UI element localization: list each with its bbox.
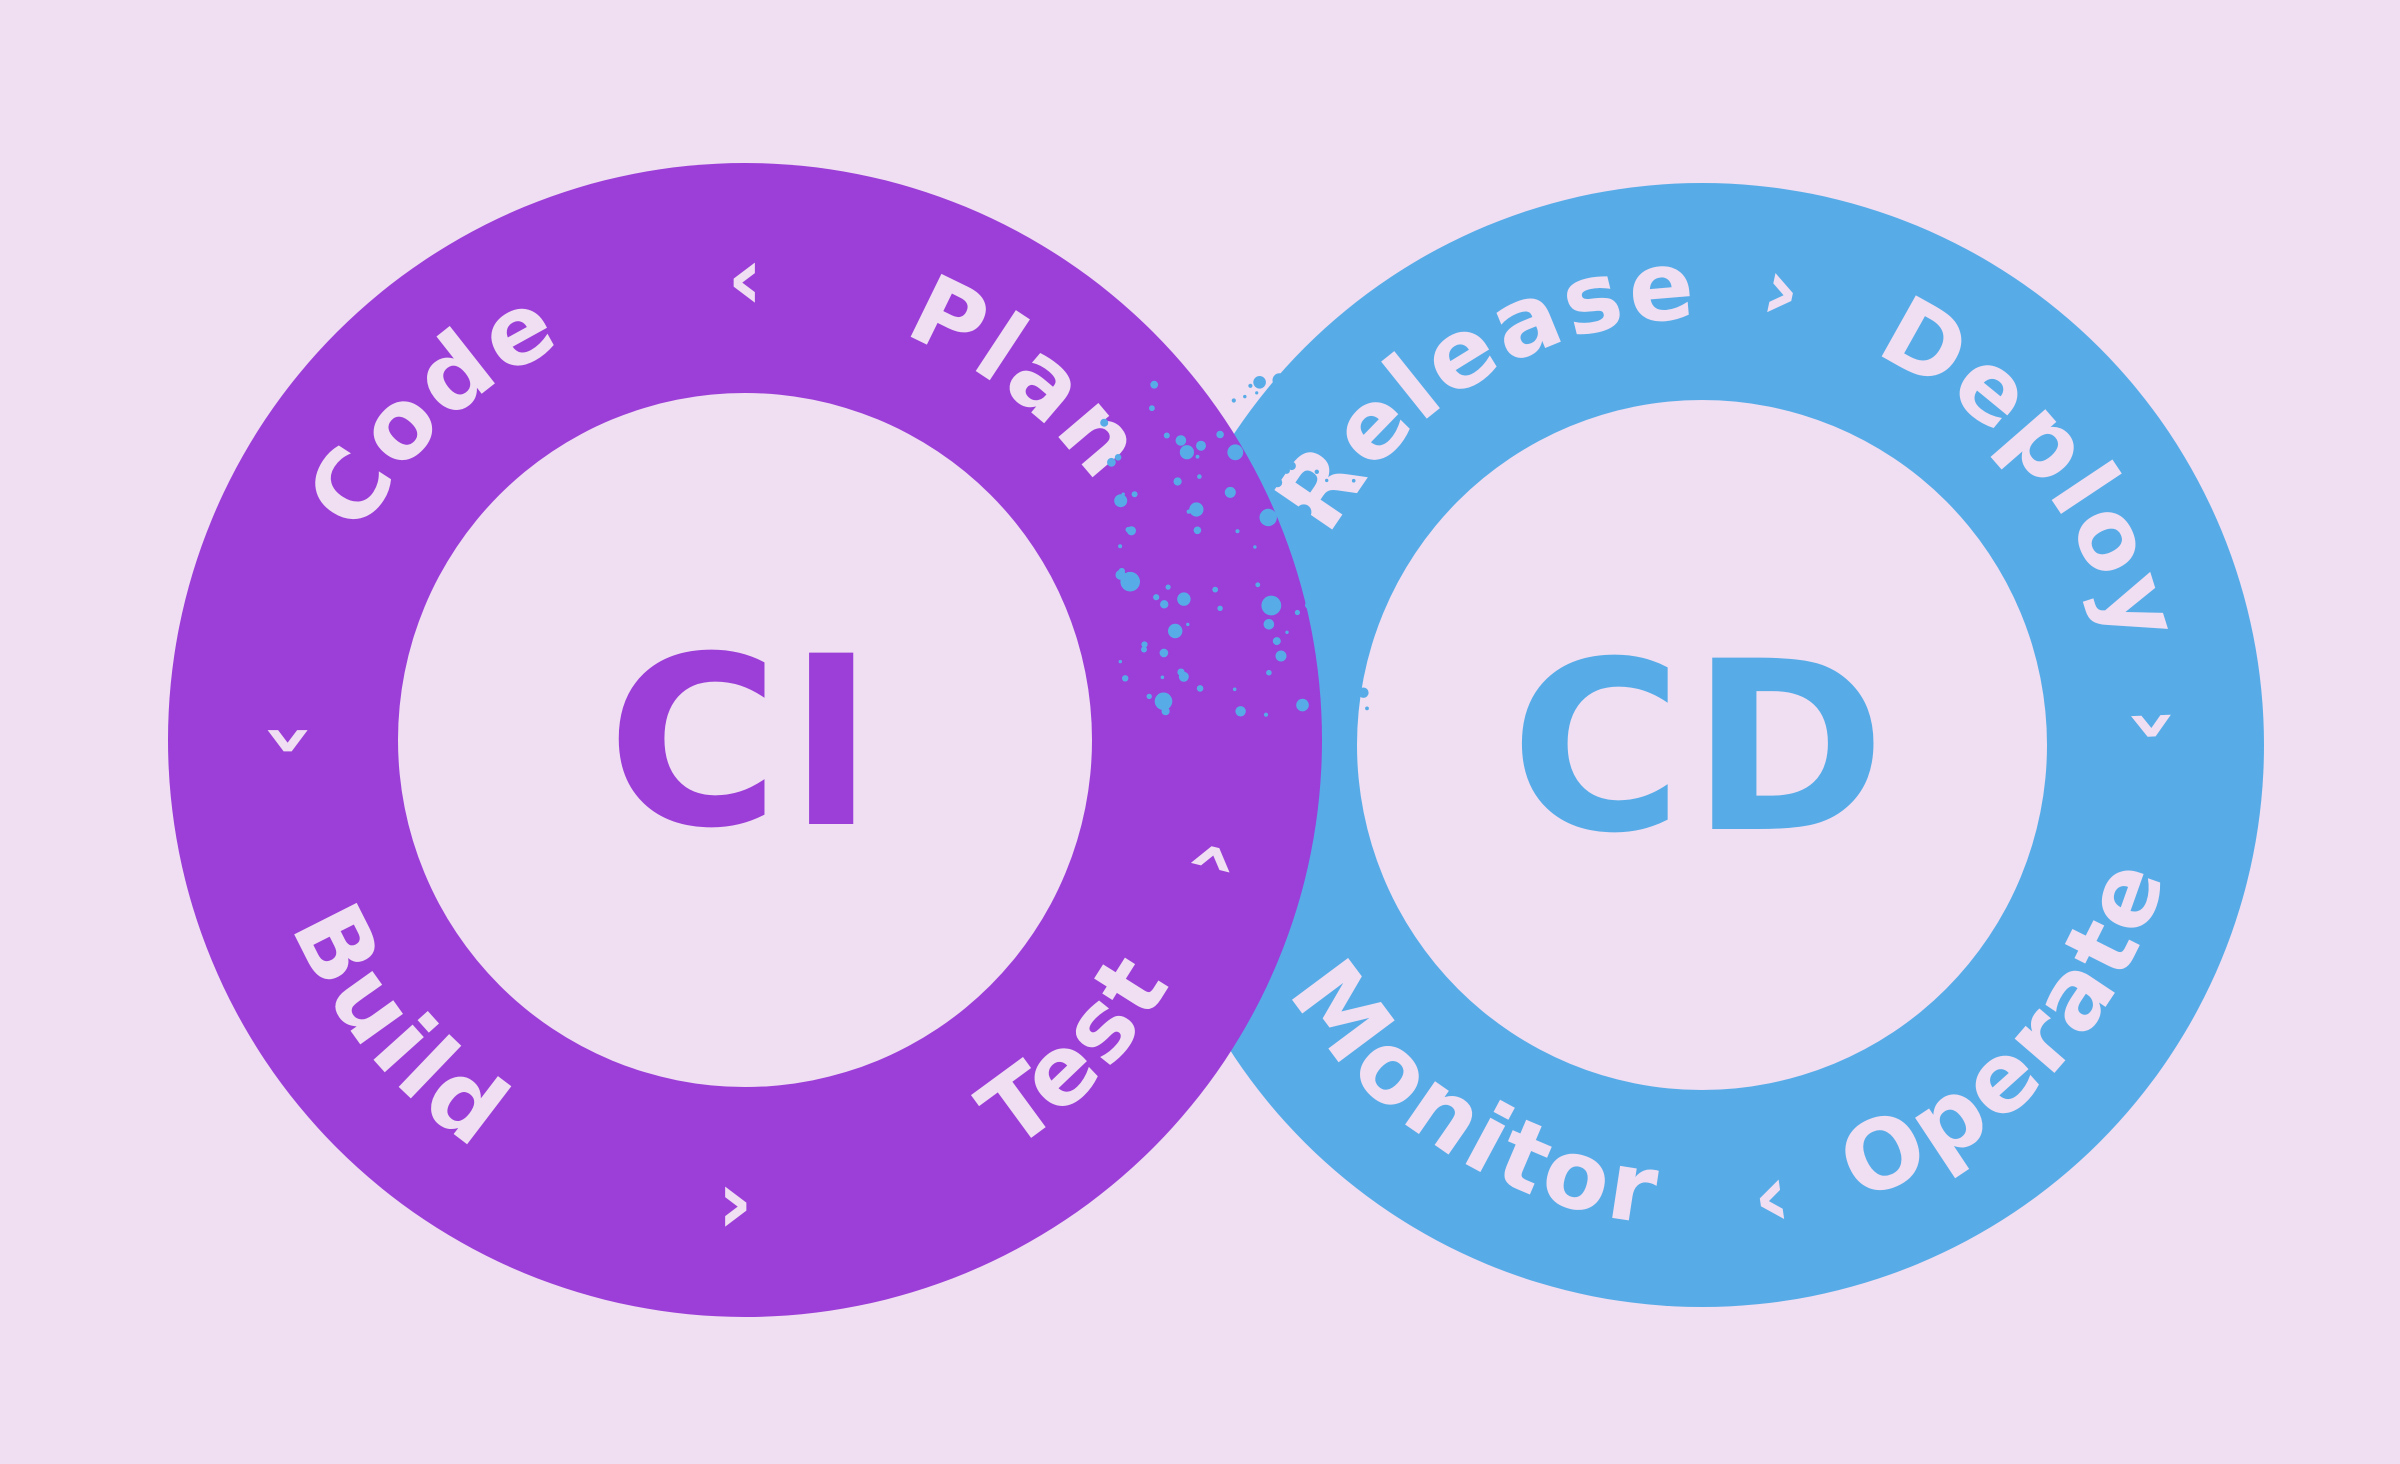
ci-ring-hole [398,393,1092,1087]
cd-center-label: CD [1510,612,1894,885]
chevron-down-icon: ‹ [232,722,335,758]
cd-ring-hole [1357,400,2047,1090]
ci-ring: Code Plan Build Test ‹ ‹ › › [168,163,1322,1317]
spray-texture [1100,373,1383,717]
chevron-down-icon: › [2104,705,2208,745]
ci-center-label: CI [607,607,883,880]
chevron-left-icon: ‹ [727,227,763,330]
chevron-right-icon: › [717,1151,753,1254]
cd-ring: Release Deploy Monitor Operate › › ‹ [1140,183,2264,1307]
